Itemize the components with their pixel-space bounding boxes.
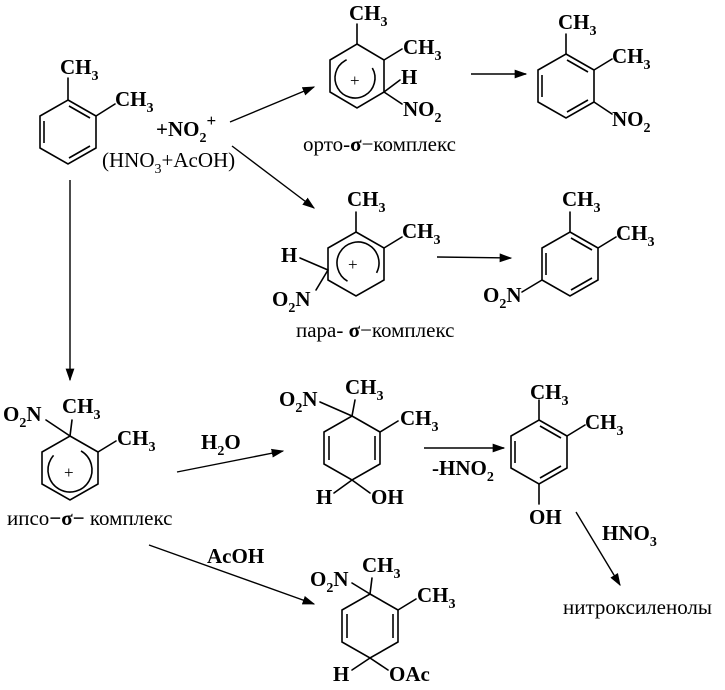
svg-text:CH3: CH3 [117, 426, 156, 455]
svg-text:+: + [348, 255, 358, 274]
ipso-complex-label: ипсо−σ− комплекс [7, 506, 173, 530]
svg-text:CH3: CH3 [558, 10, 597, 39]
svg-text:CH3: CH3 [345, 375, 384, 404]
svg-text:O2N: O2N [483, 283, 522, 312]
arrow-to-nitroxylenols [575, 511, 621, 587]
para-nitro-product: CH3 CH3 O2N [483, 187, 655, 312]
o-xylene-molecule: CH3 CH3 [39, 55, 154, 165]
svg-text:CH3: CH3 [612, 44, 651, 73]
svg-text:H: H [333, 662, 349, 686]
svg-text:CH3: CH3 [400, 406, 439, 435]
svg-text:CH3: CH3 [402, 219, 441, 248]
ortho-sigma-complex: + CH3 CH3 H NO2 [329, 1, 442, 126]
methyl-label: CH3 [60, 55, 99, 84]
acetate-adduct: O2N CH3 CH3 H OAc [310, 553, 456, 686]
xylenol-product: CH3 CH3 OH [510, 380, 624, 529]
para-sigma-complex: + CH3 CH3 H O2N [272, 187, 441, 316]
water-adduct: O2N CH3 CH3 H OH [279, 375, 439, 509]
methyl-label: CH3 [115, 87, 154, 116]
acetic-acid-label: AcOH [207, 544, 264, 568]
svg-text:CH3: CH3 [362, 553, 401, 582]
water-label: H2O [201, 430, 241, 459]
svg-text:CH3: CH3 [417, 583, 456, 612]
arrow-para-to-product [436, 253, 513, 263]
arrow-to-water-adduct [176, 448, 285, 473]
svg-text:CH3: CH3 [403, 35, 442, 64]
ortho-complex-label: орто-σ−комплекс [303, 132, 456, 156]
acid-mixture: (HNO3+AcOH) [102, 148, 235, 177]
reaction-arrows [65, 69, 621, 605]
arrow-to-para [231, 145, 316, 209]
svg-text:O2N: O2N [3, 402, 42, 431]
svg-text:CH3: CH3 [530, 380, 569, 409]
svg-text:O2N: O2N [279, 387, 318, 416]
svg-text:CH3: CH3 [616, 221, 655, 250]
svg-text:O2N: O2N [310, 567, 349, 596]
svg-text:NO2: NO2 [612, 107, 651, 136]
svg-text:CH3: CH3 [585, 410, 624, 439]
svg-text:OH: OH [371, 485, 404, 509]
svg-text:H: H [281, 243, 297, 267]
svg-text:OH: OH [529, 505, 562, 529]
svg-text:CH3: CH3 [562, 187, 601, 216]
arrow-to-ortho [229, 86, 316, 123]
svg-text:+: + [350, 71, 360, 90]
svg-text:H: H [316, 485, 332, 509]
ipso-sigma-complex: + O2N CH3 CH3 [3, 394, 156, 501]
minus-hno2-label: -HNO2 [432, 456, 494, 485]
svg-text:CH3: CH3 [62, 394, 101, 423]
svg-text:+: + [64, 463, 74, 482]
svg-text:H: H [401, 65, 417, 89]
svg-text:CH3: CH3 [347, 187, 386, 216]
svg-text:OAc: OAc [389, 662, 430, 686]
reagent-text: +NO2+ (HNO3+AcOH) [102, 111, 235, 177]
nitric-acid-label: HNO3 [602, 521, 657, 550]
svg-text:NO2: NO2 [403, 97, 442, 126]
arrow-to-acetate [148, 544, 316, 605]
nitronium-ion: +NO2+ [156, 111, 216, 146]
svg-text:CH3: CH3 [349, 1, 388, 30]
ortho-nitro-product: CH3 CH3 NO2 [537, 10, 651, 136]
svg-text:O2N: O2N [272, 287, 311, 316]
final-products-label: нитроксиленолы [563, 595, 712, 619]
para-complex-label: пара- σ−комплекс [296, 318, 454, 342]
